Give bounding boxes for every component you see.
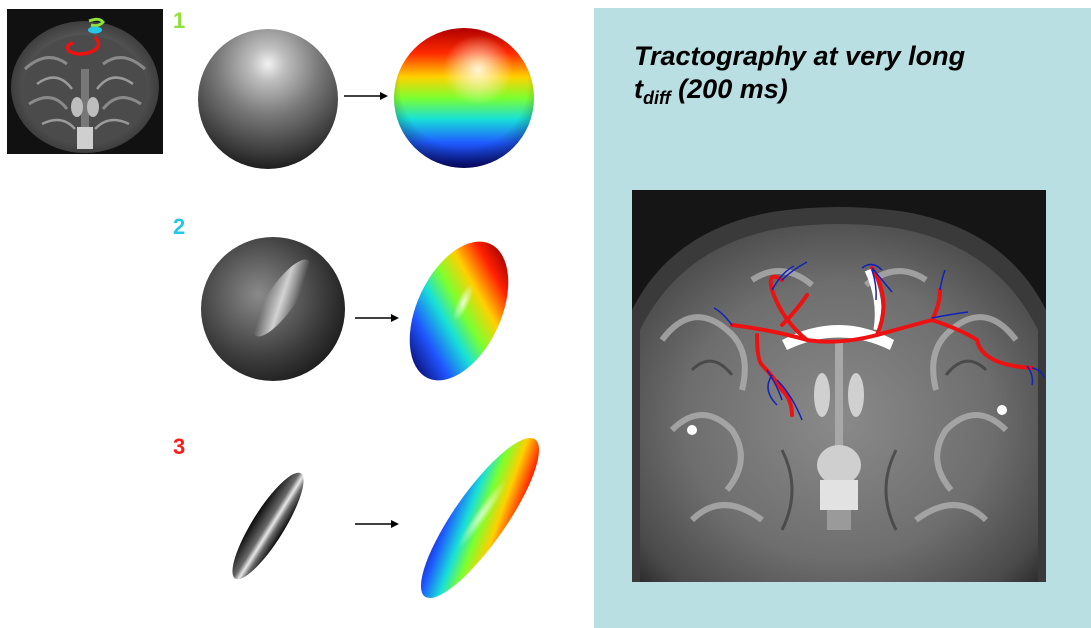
color-ellipsoid-2 (405, 235, 513, 387)
color-sphere-1 (393, 27, 535, 169)
brain-thumbnail (7, 9, 163, 154)
title-variable: t (634, 74, 643, 104)
gray-ellipsoid-3 (226, 468, 310, 584)
tractography-panel: Tractography at very long tdiff (200 ms) (594, 8, 1091, 628)
corpus-callosum (782, 325, 894, 350)
arrow-1 (344, 90, 388, 102)
step-number-3: 3 (173, 434, 186, 459)
gray-sphere-2 (200, 236, 346, 382)
title-subscript: diff (643, 88, 671, 108)
gray-sphere-1 (197, 28, 339, 170)
panel-title: Tractography at very long tdiff (200 ms) (634, 40, 1074, 115)
color-ellipsoid-3 (414, 432, 546, 604)
roi-green (88, 17, 105, 28)
step-number-1: 1 (173, 8, 186, 33)
arrow-3 (355, 518, 399, 530)
tractography-image (632, 190, 1046, 582)
roi-cyan (88, 26, 102, 34)
title-rest: (200 ms) (670, 74, 788, 104)
roi-red (65, 35, 101, 56)
arrow-2 (355, 312, 399, 324)
title-main: Tractography at very long (634, 41, 966, 71)
step-number-2: 2 (173, 214, 186, 239)
